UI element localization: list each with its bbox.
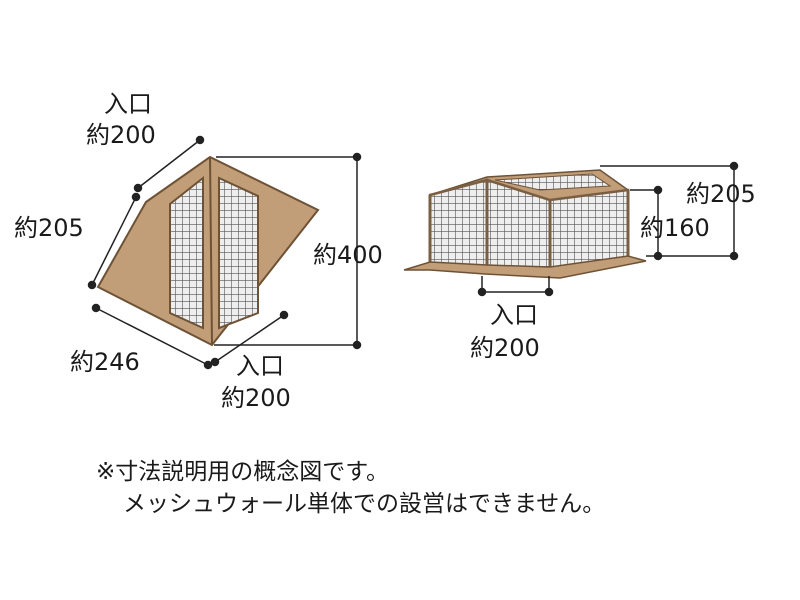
persp-height-side-label: 約160 — [640, 214, 710, 242]
note-line-2: メッシュウォール単体での設営はできません。 — [123, 491, 606, 517]
tent-skirt — [403, 255, 647, 279]
plan-dim-left-width — [87, 192, 141, 290]
plan-entrance-bottom-value: 約200 — [221, 384, 291, 412]
perspective-view: 約205 約160 入口 約200 — [403, 161, 756, 362]
persp-dim-height-side — [630, 185, 663, 261]
tent-frame-poles — [428, 180, 630, 270]
plan-mesh-panel-left — [169, 175, 204, 330]
tent-wall-left — [428, 178, 489, 270]
plan-dim-depth — [214, 152, 362, 350]
persp-entrance-label: 入口 — [490, 301, 538, 329]
plan-entrance-top-value: 約200 — [86, 121, 156, 149]
persp-height-total-label: 約205 — [686, 180, 756, 208]
tent-roof-mesh — [494, 173, 612, 191]
persp-entrance-value: 約200 — [470, 334, 540, 362]
plan-dim-entrance-bottom — [210, 310, 289, 367]
plan-bottom-length-label: 約246 — [70, 348, 140, 376]
persp-dim-height-total — [600, 161, 739, 261]
note-line-1: ※寸法説明用の概念図です。 — [96, 459, 389, 485]
plan-depth-label: 約400 — [313, 241, 383, 269]
plan-width-left-label: 約205 — [14, 214, 84, 242]
plan-entrance-bottom-label: 入口 — [236, 352, 284, 380]
plan-entrance-top-label: 入口 — [104, 90, 152, 118]
plan-ridge-seam — [209, 156, 213, 346]
plan-dim-entrance-top — [133, 135, 205, 193]
plan-mesh-panel-right — [218, 176, 259, 330]
plan-tent-shape — [96, 155, 320, 347]
plan-dim-bottom-length — [91, 303, 213, 370]
plan-view: 入口 約200 約205 約400 約246 入口 約200 — [14, 90, 383, 412]
persp-dim-entrance — [477, 276, 554, 297]
